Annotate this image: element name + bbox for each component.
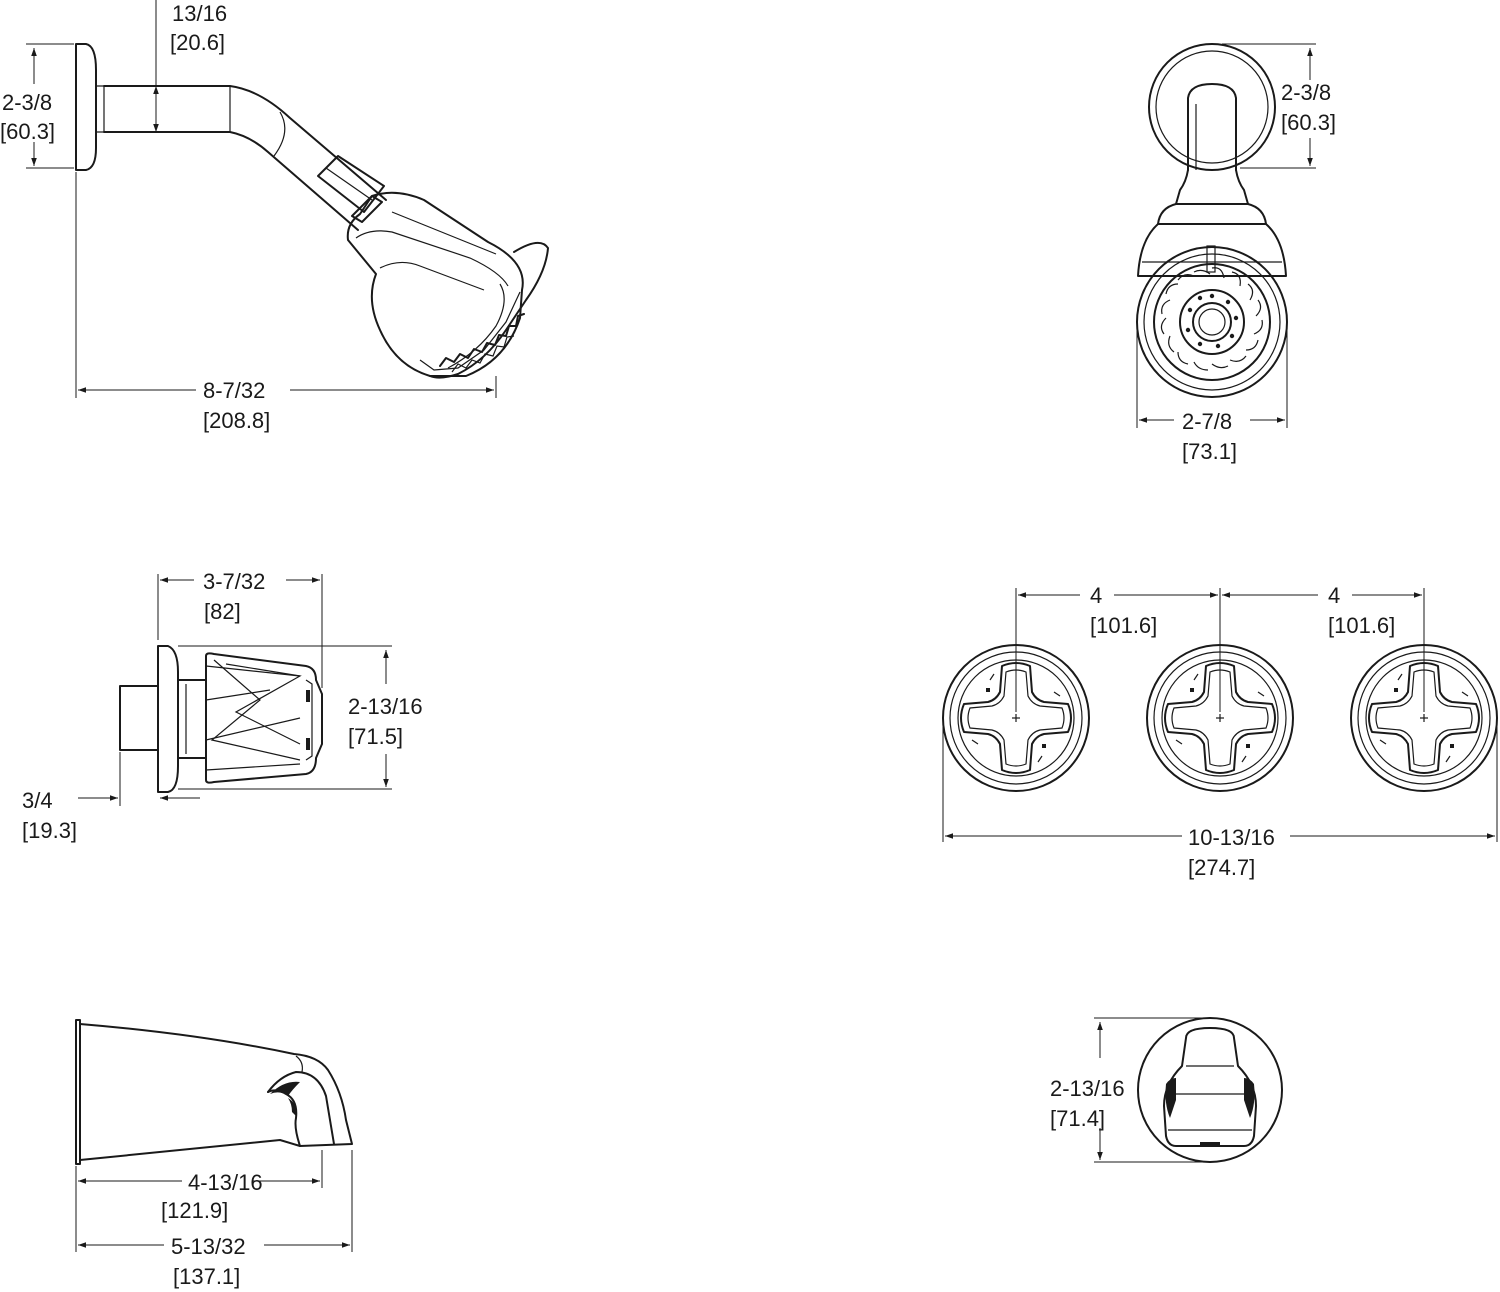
dim-shower-overall-imperial: 8-7/32 (203, 378, 265, 403)
dim-spacing-left-metric: [101.6] (1090, 613, 1157, 638)
shower-side-dimensions: 13/16 [20.6] 2-3/8 [60.3] 8-7/32 [208.8] (0, 0, 497, 433)
dim-flange-front-imperial: 2-3/8 (1281, 80, 1331, 105)
dim-stem-imperial: 3/4 (22, 788, 53, 813)
dim-flange-side-imperial: 2-3/8 (2, 90, 52, 115)
dim-handle-diameter-imperial: 2-13/16 (348, 694, 423, 719)
tub-spout-front-icon (1137, 1017, 1283, 1163)
dim-spacing-left-imperial: 4 (1090, 583, 1102, 608)
dim-arm-metric: [20.6] (170, 30, 225, 55)
tub-spout-side-dimensions: 4-13/16 [121.9] 5-13/32 [137.1] (75, 1150, 353, 1289)
handle-side-icon (119, 645, 323, 793)
tub-spout-side-icon (75, 1019, 353, 1165)
dim-flange-front-metric: [60.3] (1281, 110, 1336, 135)
shower-front-dimensions: 2-3/8 [60.3] 2-7/8 [73.1] (1136, 43, 1336, 464)
dim-spout-outlet-imperial: 4-13/16 (188, 1170, 263, 1195)
dim-head-diameter-imperial: 2-7/8 (1182, 409, 1232, 434)
handle-front-icon (942, 644, 1498, 792)
dim-arm-imperial: 13/16 (172, 1, 227, 26)
dim-stem-metric: [19.3] (22, 818, 77, 843)
handle-front-dimensions: 4 [101.6] 4 [101.6] 10-13/16 [274.7] (942, 583, 1498, 880)
dim-spout-front-imperial: 2-13/16 (1050, 1076, 1125, 1101)
dim-handles-overall-metric: [274.7] (1188, 855, 1255, 880)
dim-handle-depth-imperial: 3-7/32 (203, 569, 265, 594)
shower-head-side-icon (75, 43, 549, 379)
dim-head-diameter-metric: [73.1] (1182, 439, 1237, 464)
dim-handle-diameter-metric: [71.5] (348, 724, 403, 749)
handle-side-dimensions: 3-7/32 [82] 2-13/16 [71.5] 3/4 [19.3] (22, 569, 423, 843)
dim-spout-front-metric: [71.4] (1050, 1106, 1105, 1131)
dim-handle-depth-metric: [82] (204, 599, 241, 624)
dim-spacing-right-imperial: 4 (1328, 583, 1340, 608)
dim-spout-overall-imperial: 5-13/32 (171, 1234, 246, 1259)
dim-spout-outlet-metric: [121.9] (161, 1198, 228, 1223)
shower-head-front-icon (1136, 43, 1288, 398)
tub-spout-front-dimensions: 2-13/16 [71.4] (1050, 1017, 1206, 1163)
dim-flange-side-metric: [60.3] (0, 119, 55, 144)
dim-spacing-right-metric: [101.6] (1328, 613, 1395, 638)
dim-spout-overall-metric: [137.1] (173, 1264, 240, 1289)
dim-handles-overall-imperial: 10-13/16 (1188, 825, 1275, 850)
dim-shower-overall-metric: [208.8] (203, 408, 270, 433)
